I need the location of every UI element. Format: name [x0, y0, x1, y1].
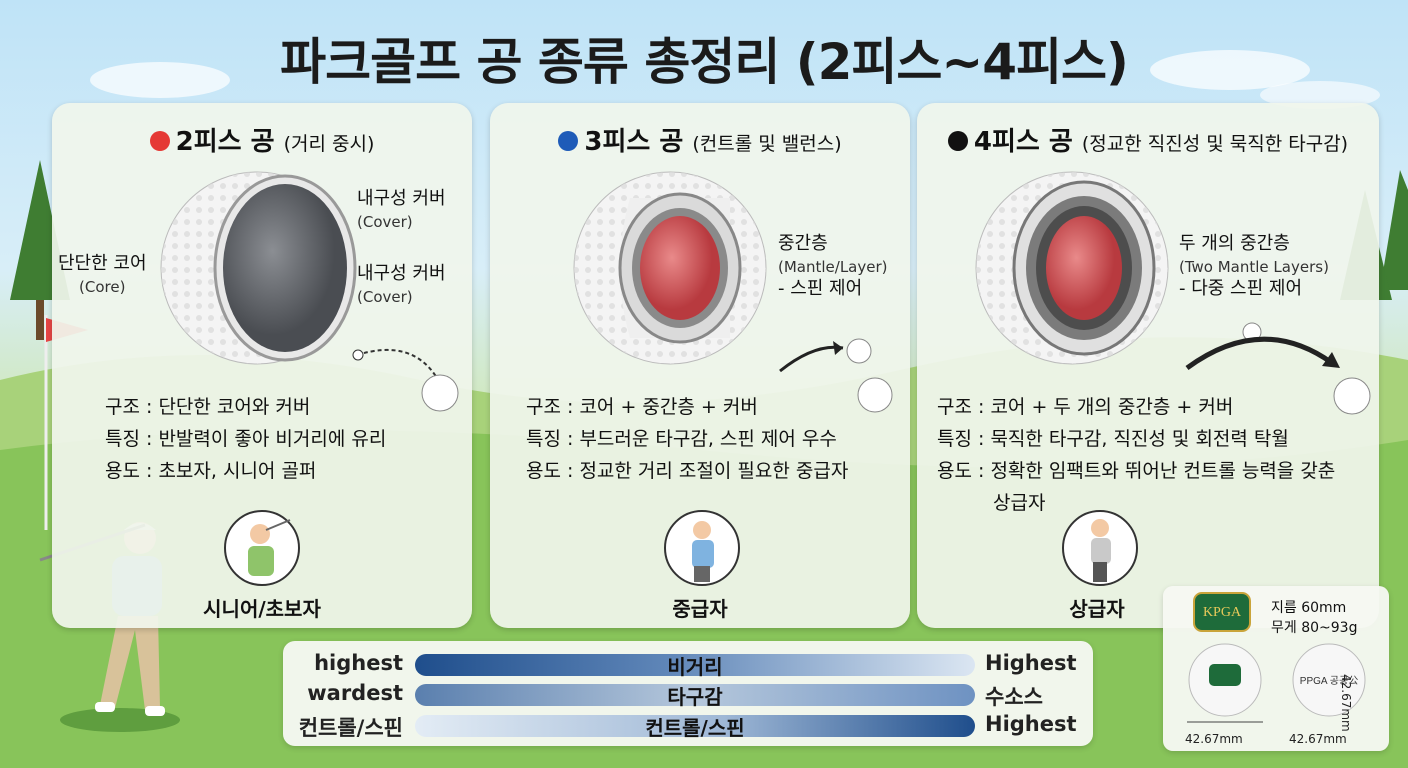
label-core: 단단한 코어(Core) [58, 253, 147, 296]
panel-info: 구조 : 코어 + 두 개의 중간층 + 커버 특징 : 묵직한 타구감, 직진… [937, 391, 1337, 519]
ball-photos: PPGA 공공公 [1187, 643, 1366, 723]
panel-subtitle: (거리 중시) [283, 133, 375, 155]
arc-trajectory-icon [1185, 322, 1371, 415]
panel-4piece: 4피스 공 (정교한 직진성 및 묵직한 타구감) 두 개의 중간층(Two M… [917, 103, 1379, 628]
panel-2piece: 2피스 공 (거리 중시) 내구성 커버(Cover) 단단한 코어(Core)… [52, 103, 472, 628]
row-left-label: 컨트롤/스핀 [298, 716, 403, 740]
kpga-logo: KPGA [1193, 592, 1251, 632]
spec-text: 지름 60mm 무게 80~93g [1271, 598, 1357, 638]
usage-text: 용도 : 정확한 임팩트와 뛰어난 컨트롤 능력을 갖춘 [937, 460, 1336, 482]
player-level-label: 시니어/초보자 [203, 597, 321, 621]
usage-text-continued: 상급자 [993, 492, 1046, 514]
weight-text: 무게 80~93g [1271, 620, 1358, 636]
row-middle-label: 비거리 [667, 655, 723, 679]
row-middle-label: 컨트롤/스핀 [645, 716, 745, 740]
player-level-label: 상급자 [1069, 597, 1125, 621]
dim-width-2: 42.67mm [1289, 732, 1347, 746]
structure-text: 구조 : 단단한 코어와 커버 [105, 396, 311, 418]
row-left-label: highest [314, 651, 403, 675]
ball-spec-box: KPGA 지름 60mm 무게 80~93g PPGA 공공公 42.67mm … [1163, 586, 1389, 751]
intermediate-player-icon [664, 510, 740, 586]
panel-3piece: 3피스 공 (컨트롤 및 밸런스) 중간층(Mantle/Layer)- 스핀 … [490, 103, 910, 628]
feature-text: 특징 : 묵직한 타구감, 직진성 및 회전력 탁월 [937, 428, 1289, 450]
gradient-bar [415, 684, 975, 706]
structure-text: 구조 : 코어 + 중간층 + 커버 [526, 396, 758, 418]
panel-heading: 2피스 공 (거리 중시) [52, 121, 472, 158]
senior-player-icon [224, 510, 300, 586]
player-level-label: 중급자 [672, 597, 728, 621]
3piece-ball-cross-section [573, 171, 767, 365]
panel-heading: 3피스 공 (컨트롤 및 밸런스) [490, 121, 910, 158]
panel-subtitle: (컨트롤 및 밸런스) [692, 133, 842, 155]
panel-heading: 4피스 공 (정교한 직진성 및 묵직한 타구감) [917, 121, 1379, 158]
page-title: 파크골프 공 종류 총정리 (2피스~4피스) [280, 33, 1129, 91]
structure-text: 구조 : 코어 + 두 개의 중간층 + 커버 [937, 396, 1234, 418]
dim-height: 42.67mm [1339, 674, 1353, 732]
red-dot-icon [149, 131, 170, 151]
comparison-chart: highest 비거리 Highest wardest 타구감 수소스 컨트롤/… [283, 641, 1093, 746]
rolling-ball-icon [779, 338, 893, 413]
gradient-bar [415, 654, 975, 676]
svg-text:KPGA: KPGA [1203, 605, 1242, 620]
row-right-label: 수소스 [985, 685, 1043, 709]
comparison-row: 컨트롤/스핀 컨트롤/스핀 Highest [283, 711, 1093, 741]
row-middle-label: 타구감 [667, 685, 723, 709]
svg-text:PPGA 공공公: PPGA 공공公 [1300, 675, 1358, 687]
panel-name: 4피스 공 [973, 127, 1073, 157]
panel-info: 구조 : 코어 + 중간층 + 커버 특징 : 부드러운 타구감, 스핀 제어 … [526, 391, 886, 487]
comparison-row: wardest 타구감 수소스 [283, 680, 1093, 710]
usage-text: 용도 : 초보자, 시니어 골퍼 [105, 460, 317, 482]
blue-dot-icon [558, 131, 579, 151]
advanced-player-icon [1062, 510, 1138, 586]
gradient-bar [415, 715, 975, 737]
usage-text: 용도 : 정교한 거리 조절이 필요한 중급자 [526, 460, 849, 482]
comparison-row: highest 비거리 Highest [283, 650, 1093, 680]
black-dot-icon [947, 131, 968, 151]
row-right-label: Highest [985, 651, 1077, 675]
label-mantle: 중간층(Mantle/Layer)- 스핀 제어 [778, 233, 888, 299]
feature-text: 특징 : 반발력이 좋아 비거리에 유리 [105, 428, 387, 450]
label-cover-top: 내구성 커버(Cover) [357, 188, 446, 231]
panel-subtitle: (정교한 직진성 및 묵직한 타구감) [1081, 133, 1349, 155]
row-right-label: Highest [985, 712, 1077, 736]
dim-width-1: 42.67mm [1185, 732, 1243, 746]
panel-info: 구조 : 단단한 코어와 커버 특징 : 반발력이 좋아 비거리에 유리 용도 … [105, 391, 465, 487]
flying-ball-icon [352, 348, 459, 412]
label-two-mantles: 두 개의 중간층(Two Mantle Layers)- 다중 스핀 제어 [1179, 233, 1329, 299]
label-cover-bottom: 내구성 커버(Cover) [357, 263, 446, 306]
panel-name: 3피스 공 [584, 127, 684, 157]
panel-name: 2피스 공 [175, 127, 275, 157]
4piece-ball-cross-section [975, 171, 1169, 365]
2piece-ball-cross-section [160, 171, 357, 365]
feature-text: 특징 : 부드러운 타구감, 스핀 제어 우수 [526, 428, 837, 450]
row-left-label: wardest [307, 681, 403, 705]
diameter-text: 지름 60mm [1271, 600, 1347, 616]
